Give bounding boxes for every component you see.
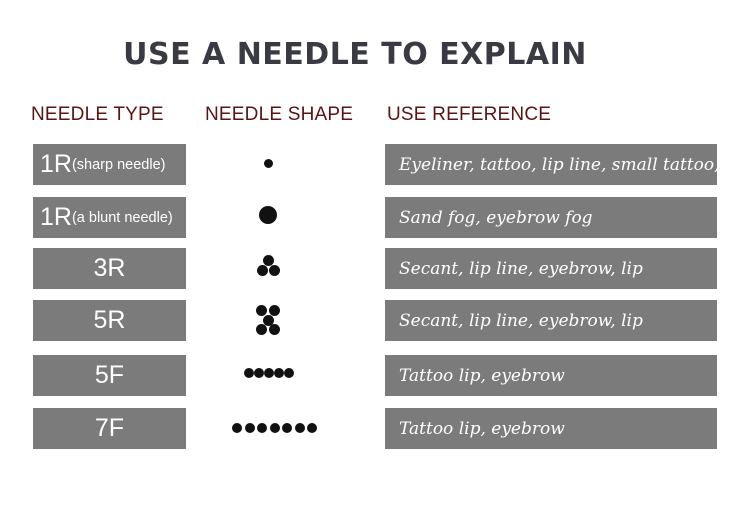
needle-dot <box>263 158 273 168</box>
needle-type-cell: 1R(sharp needle) <box>33 144 186 185</box>
needle-dot <box>257 423 267 433</box>
needle-dot <box>273 368 284 378</box>
table-row: 7F Tattoo lip, eyebrow <box>0 408 750 449</box>
needle-dot <box>256 305 267 316</box>
needle-dot <box>232 423 242 433</box>
needle-dot <box>256 324 267 335</box>
needle-type-label: 1R <box>40 150 72 178</box>
use-reference-cell: Secant, lip line, eyebrow, lip <box>385 248 717 289</box>
needle-type-note: (a blunt needle) <box>71 209 173 226</box>
needle-dot <box>282 423 292 433</box>
table-row: 1R(sharp needle) Eyeliner, tattoo, lip l… <box>0 144 750 185</box>
needle-dot <box>244 423 255 433</box>
table-row: 5R Secant, lip line, eyebrow, lip <box>0 300 750 341</box>
needle-type-cell: 3R <box>33 248 186 289</box>
needle-dot <box>268 265 280 276</box>
use-reference-cell: Tattoo lip, eyebrow <box>385 408 717 449</box>
needle-type-cell: 7F <box>33 408 186 449</box>
needle-type-cell: 1R(a blunt needle) <box>33 197 186 238</box>
table-row: 3R Secant, lip line, eyebrow, lip <box>0 248 750 289</box>
needle-type-label: 3R <box>93 254 126 282</box>
use-reference-cell: Sand fog, eyebrow fog <box>385 197 717 238</box>
needle-type-note: (sharp needle) <box>71 156 166 173</box>
needle-dot <box>269 423 280 433</box>
needle-type-label: 7F <box>94 414 125 442</box>
needle-dot <box>256 265 268 276</box>
needle-dot <box>269 305 280 316</box>
use-reference-cell: Eyeliner, tattoo, lip line, small tattoo… <box>385 144 717 185</box>
needle-type-label: 1R <box>40 203 72 231</box>
needle-dot <box>262 314 274 326</box>
needle-type-cell: 5R <box>33 300 186 341</box>
needle-dot <box>253 368 264 378</box>
needle-type-cell: 5F <box>33 355 186 396</box>
needle-dot <box>259 206 277 224</box>
page-title: USE A NEEDLE TO EXPLAIN <box>123 37 587 72</box>
needle-dot <box>263 368 274 378</box>
needle-type-label: 5F <box>94 361 125 389</box>
needle-dot <box>269 324 280 335</box>
table-row: 5F Tattoo lip, eyebrow <box>0 355 750 396</box>
header-use-reference: USE REFERENCE <box>387 104 552 125</box>
header-needle-type: NEEDLE TYPE <box>31 104 164 125</box>
needle-dot <box>283 368 294 378</box>
use-reference-cell: Secant, lip line, eyebrow, lip <box>385 300 717 341</box>
needle-dot <box>243 368 254 378</box>
needle-type-label: 5R <box>93 306 126 334</box>
needle-dot <box>262 255 274 266</box>
header-needle-shape: NEEDLE SHAPE <box>205 104 354 125</box>
needle-dot <box>294 423 305 433</box>
use-reference-cell: Tattoo lip, eyebrow <box>385 355 717 396</box>
table-row: 1R(a blunt needle) Sand fog, eyebrow fog <box>0 197 750 238</box>
needle-dot <box>307 423 317 433</box>
